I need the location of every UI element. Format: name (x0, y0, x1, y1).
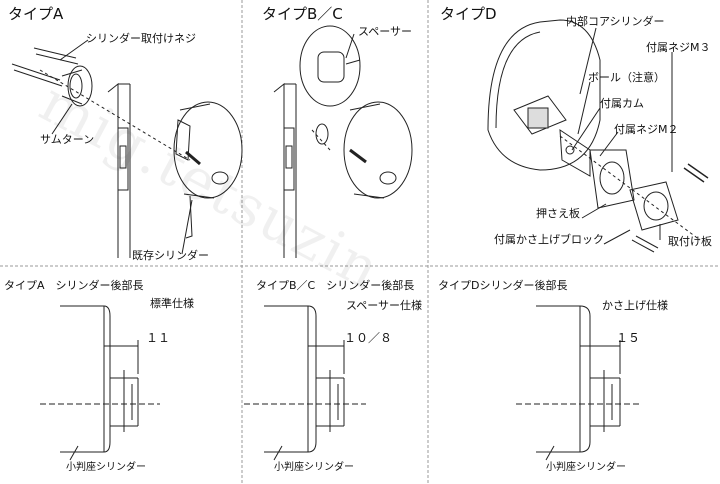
type-a-dimension: １１ (146, 331, 171, 345)
type-a-exploded (11, 47, 243, 258)
type-bc-cylinder-label: 小判座シリンダー (274, 462, 354, 473)
label-screw-m3: 付属ネジM３ (646, 41, 711, 54)
type-a-spec: 標準仕様 (150, 297, 194, 310)
type-d-side-view (516, 305, 640, 453)
type-d-exploded (487, 19, 709, 253)
label-press-plate: 押さえ板 (536, 207, 580, 220)
label-ball-caution: ボール（注意） (588, 71, 665, 84)
type-a-side-view (40, 305, 160, 453)
label-screw-m2: 付属ネジM２ (614, 123, 679, 136)
label-existing-cylinder: 既存シリンダー (132, 249, 209, 262)
label-cylinder-screw: シリンダー取付けネジ (86, 32, 196, 45)
type-bc-exploded (273, 25, 413, 258)
type-bc-spec: スペーサー仕様 (346, 299, 423, 312)
type-bc-side-view (244, 305, 366, 453)
type-d-cylinder-label: 小判座シリンダー (546, 462, 626, 473)
type-a-title: タイプA (8, 5, 64, 23)
label-thumb-turn: サムターン (40, 133, 95, 146)
type-d-title: タイプD (440, 5, 497, 23)
type-bc-dimension: １０／８ (344, 331, 393, 345)
label-mount-plate: 取付け板 (668, 235, 712, 248)
type-d-dimension: １５ (616, 331, 641, 345)
type-d-spec: かさ上げ仕様 (602, 299, 668, 312)
label-inner-core-cylinder: 内部コアシリンダー (566, 15, 665, 28)
label-cam: 付属カム (600, 97, 644, 110)
label-spacer: スペーサー (358, 25, 413, 38)
type-bc-title: タイプB／C (262, 5, 343, 23)
type-d-rear-length-title: タイプDシリンダー後部長 (438, 279, 568, 292)
label-raise-block: 付属かさ上げブロック (494, 233, 604, 246)
type-bc-rear-length-title: タイプB／C シリンダー後部長 (256, 279, 415, 292)
type-a-cylinder-label: 小判座シリンダー (66, 462, 146, 473)
type-a-rear-length-title: タイプA シリンダー後部長 (4, 279, 144, 292)
